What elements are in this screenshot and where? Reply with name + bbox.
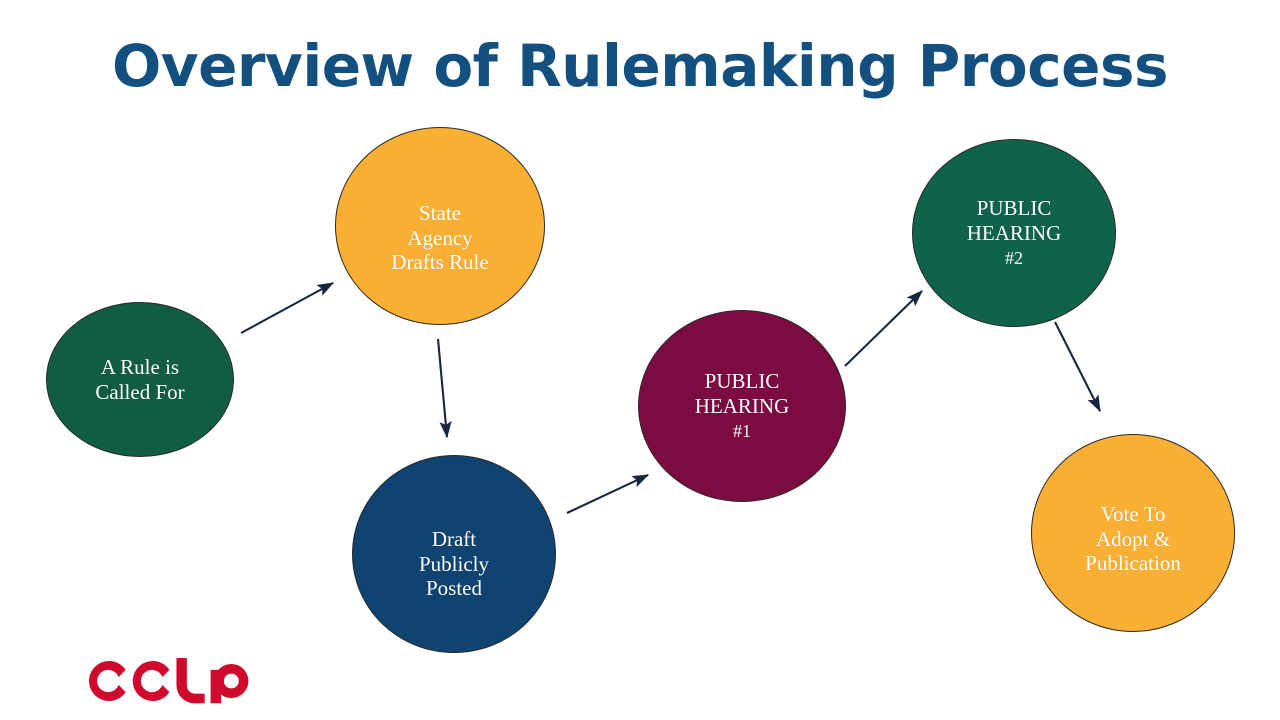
arrow-rule-to-agency xyxy=(240,282,335,334)
arrow-hearing2-to-vote xyxy=(1054,321,1101,413)
node-public-hearing-1[interactable]: PUBLIC HEARING #1 xyxy=(638,310,846,502)
node-label: State Agency Drafts Rule xyxy=(391,200,489,275)
node-label: PUBLIC HEARING xyxy=(694,369,790,419)
node-label: A Rule is Called For xyxy=(95,354,185,404)
node-vote-adopt-publication[interactable]: Vote To Adopt & Publication xyxy=(1031,434,1235,632)
node-label: Draft Publicly Posted xyxy=(418,526,489,601)
page-title: Overview of Rulemaking Process xyxy=(111,32,1169,100)
node-label: Vote To Adopt & Publication xyxy=(1085,501,1181,576)
cclp-logo xyxy=(89,658,249,704)
node-label: PUBLIC HEARING xyxy=(966,196,1062,246)
node-sublabel: #2 xyxy=(1005,248,1023,269)
node-draft-publicly-posted[interactable]: Draft Publicly Posted xyxy=(352,455,556,653)
node-state-agency-drafts[interactable]: State Agency Drafts Rule xyxy=(335,127,545,325)
arrow-draft-to-hearing1 xyxy=(566,474,650,514)
arrow-hearing1-to-hearing2 xyxy=(844,290,923,367)
arrow-agency-to-draft xyxy=(436,338,452,439)
node-public-hearing-2[interactable]: PUBLIC HEARING #2 xyxy=(912,139,1116,327)
node-rule-called-for[interactable]: A Rule is Called For xyxy=(46,302,234,457)
node-sublabel: #1 xyxy=(733,421,751,442)
